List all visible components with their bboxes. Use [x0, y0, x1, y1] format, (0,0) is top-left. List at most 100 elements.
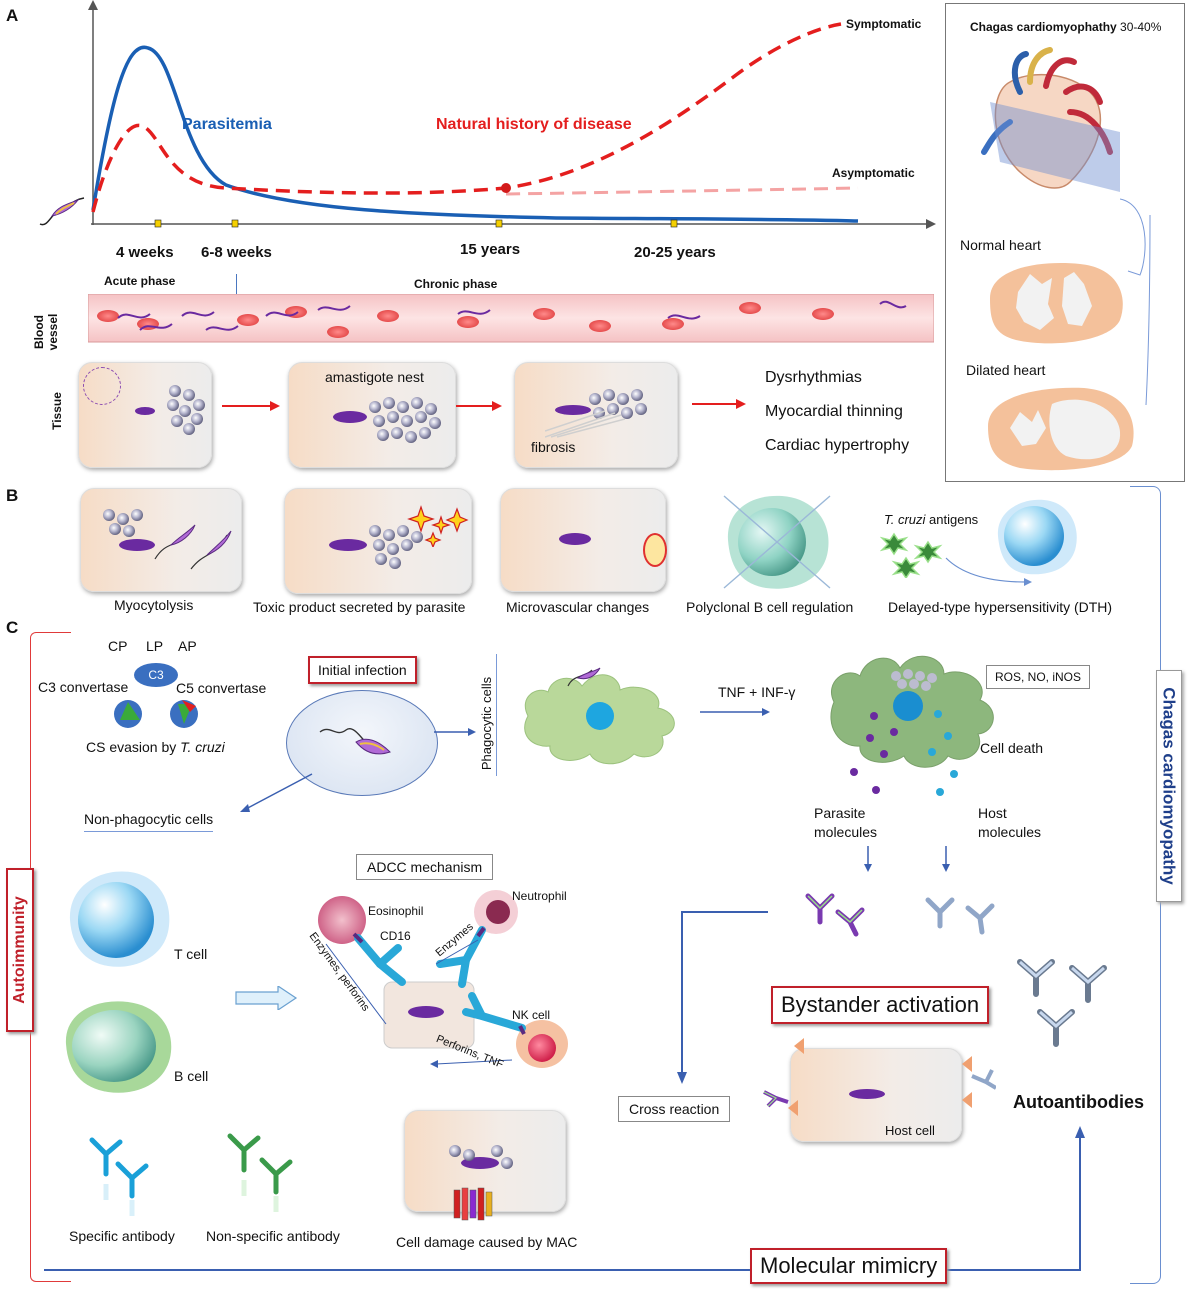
tissue-cell-2: amastigote nest: [288, 362, 456, 468]
antigens-label: T. cruzi antigens: [884, 512, 978, 527]
nucleus: [119, 539, 155, 551]
toxic-sparkles-icon: [407, 505, 469, 547]
lp-label: LP: [146, 638, 164, 654]
nucleus: [849, 1089, 885, 1099]
arrow-1: [222, 401, 280, 411]
amastigote-cluster: [99, 505, 159, 545]
adcc-diagram: [318, 890, 568, 1068]
host-antibodies: [925, 897, 995, 935]
amastigote-nest-label: amastigote nest: [325, 369, 424, 385]
ros-box: ROS, NO, iNOS: [986, 665, 1091, 689]
molecular-mimicry-box: Molecular mimicry: [750, 1248, 948, 1284]
cross-reaction-lines: [677, 911, 768, 1084]
c5-convertase-label: C5 convertase: [176, 680, 267, 696]
arrow-to-phagocytic: [434, 728, 476, 736]
amastigote-nest: [445, 1141, 515, 1177]
bystander-box: Bystander activation: [771, 986, 990, 1024]
parasite-molecules-1: Parasite: [814, 805, 866, 821]
label-dth: Delayed-type hypersensitivity (DTH): [888, 599, 1113, 615]
neutrophil-label: Neutrophil: [512, 889, 567, 903]
specific-antibody-icon: [89, 1137, 149, 1216]
myocytolysis-cell: [80, 488, 242, 592]
c3-label: C3: [148, 668, 164, 682]
cs-evasion-prefix: CS evasion by: [86, 739, 181, 755]
amastigote-cluster: [163, 381, 207, 439]
microvessel-icon: [643, 533, 667, 567]
tissue-cell-3: fibrosis: [514, 362, 678, 468]
molecular-mimicry-label: Molecular mimicry: [760, 1253, 938, 1278]
natural-history-graph: [88, 0, 936, 229]
mac-label: Cell damage caused by MAC: [396, 1234, 578, 1250]
cell-death-label: Cell death: [980, 740, 1044, 756]
non-specific-antibody-label: Non-specific antibody: [206, 1228, 340, 1244]
amastigote-nest: [365, 521, 435, 571]
autoantibodies-label: Autoantibodies: [1013, 1092, 1144, 1112]
chronic-phase-label: Chronic phase: [414, 277, 498, 291]
b-cell-label: B cell: [174, 1068, 209, 1084]
heart-icon: [981, 47, 1120, 192]
nk-cell-label: NK cell: [512, 1008, 551, 1022]
fibrosis-strands: [545, 410, 625, 438]
ros-label: ROS, NO, iNOS: [995, 670, 1082, 684]
tick-6-8-weeks: 6-8 weeks: [201, 244, 272, 261]
acute-phase-label: Acute phase: [104, 274, 176, 288]
cs-evasion-italic: T. cruzi: [180, 739, 225, 755]
tissue-cell-1: [78, 362, 212, 468]
divergence-point: [501, 183, 511, 193]
convertase-icons: [114, 700, 198, 728]
tnf-inf-label: TNF + INF-γ: [718, 684, 796, 700]
tick-15-years: 15 years: [460, 241, 521, 258]
mimicry-line: [44, 1126, 1085, 1271]
autoimmunity-text: Autoimmunity: [11, 896, 29, 1004]
toxic-product-cell: [284, 488, 472, 594]
parasite-in-cell: [319, 727, 391, 755]
phagocytic-divider: [496, 654, 497, 776]
arrow-to-activated: [700, 708, 770, 716]
phagocytic-label: Phagocytic cells: [479, 676, 495, 771]
heart-box-title-pct: 30-40%: [1116, 20, 1162, 34]
antigens-italic: T. cruzi: [884, 512, 926, 527]
natural-history-label: Natural history of disease: [436, 116, 632, 133]
panel-c-letter: C: [6, 618, 19, 637]
blood-vessel: [88, 294, 934, 343]
mac-cell: [404, 1110, 566, 1212]
panel-a-letter: A: [6, 6, 19, 25]
antigens-icon: [880, 532, 943, 578]
b-cell-icon: [65, 1001, 172, 1093]
microvascular-cell: [500, 488, 667, 592]
macrophage: [524, 667, 675, 765]
heart-box-title-bold: Chagas cardiomyophathy: [970, 20, 1117, 34]
ap-label: AP: [178, 638, 197, 654]
non-specific-antibody-icon: [227, 1133, 293, 1212]
t-cell-label: T cell: [174, 946, 208, 962]
arrow-2: [456, 401, 502, 411]
trypanosome-icon: [39, 197, 85, 226]
adcc-box: ADCC mechanism: [356, 854, 494, 880]
mac-complex-icon: [453, 1187, 493, 1221]
non-phagocytic-label: Non-phagocytic cells: [84, 811, 214, 832]
big-right-arrow: [235, 986, 298, 1010]
c3-oval: C3: [134, 663, 178, 687]
autoantibodies-icon: [1017, 959, 1107, 1047]
dth-arrow: [945, 557, 1032, 586]
nucleus: [135, 407, 155, 415]
asymptomatic-curve: [505, 186, 859, 196]
dilated-heart-label: Dilated heart: [966, 362, 1046, 378]
cross-reaction-box: Cross reaction: [618, 1096, 731, 1122]
phase-divider: [236, 274, 237, 298]
host-cell: Host cell: [790, 1048, 962, 1142]
blood-vessel-label: Blood vessel: [32, 313, 60, 351]
adcc-label: ADCC mechanism: [367, 859, 483, 875]
t-cell-icon: [69, 871, 170, 967]
parasite-entry-circle: [83, 367, 121, 405]
cross-reaction-label: Cross reaction: [629, 1101, 720, 1117]
outcome-cardiac-hypertrophy: Cardiac hypertrophy: [765, 437, 910, 454]
parasite-molecules-2: molecules: [814, 824, 878, 840]
initial-infection-box: Initial infection: [308, 656, 417, 684]
cd16-label: CD16: [380, 929, 411, 943]
nucleus: [559, 533, 591, 545]
parasitemia-label: Parasitemia: [182, 116, 272, 133]
activated-macrophage: [830, 655, 994, 796]
nucleus: [555, 405, 591, 415]
